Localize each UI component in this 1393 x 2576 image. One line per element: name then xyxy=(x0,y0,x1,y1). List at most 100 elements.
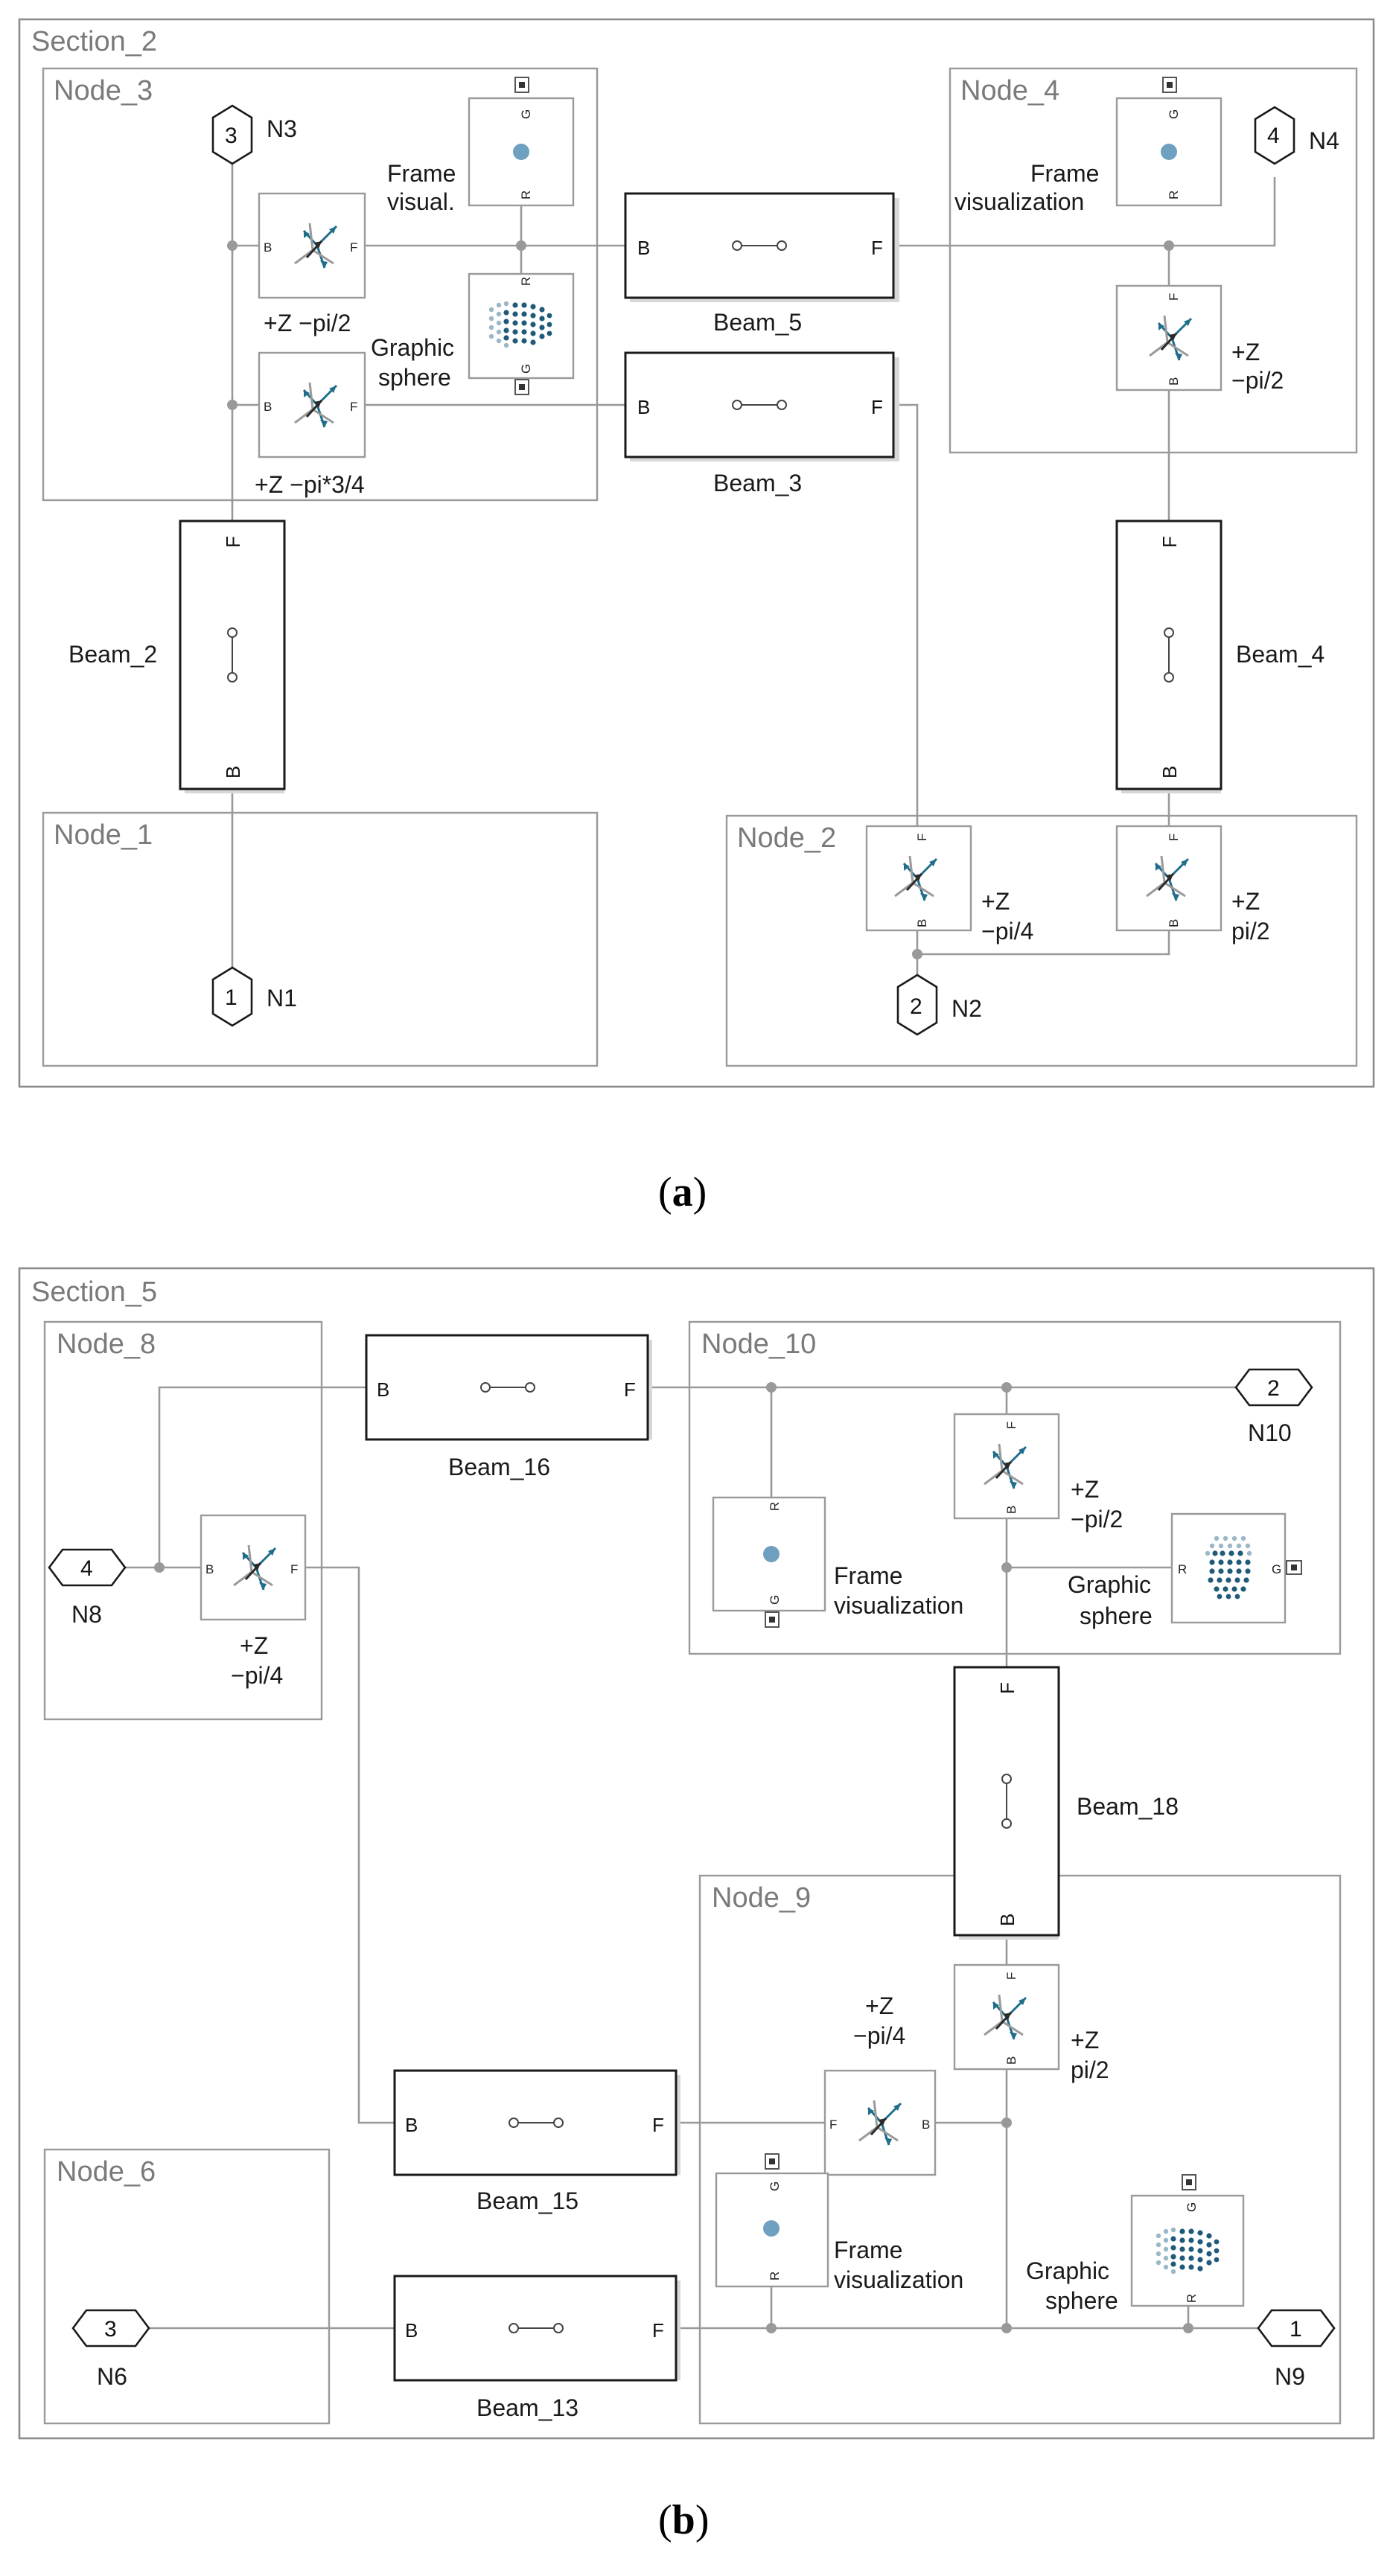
transform-node8-label-2: −pi/4 xyxy=(231,1662,283,1689)
transform-node9-horizontal[interactable]: F B xyxy=(823,2069,937,2176)
transform-z-neg-pi-2[interactable]: B F xyxy=(258,192,366,299)
beam-2-block[interactable]: F B xyxy=(179,520,286,793)
svg-text:F: F xyxy=(624,1378,636,1401)
svg-text:N8: N8 xyxy=(71,1601,102,1628)
svg-text:R: R xyxy=(768,1502,782,1511)
graphic-sphere-block[interactable]: R G xyxy=(468,272,575,395)
caption-b: (b) xyxy=(658,2497,709,2543)
beam-3-block[interactable]: B F xyxy=(624,351,899,461)
svg-text:B: B xyxy=(264,240,272,255)
svg-text:G: G xyxy=(1272,1562,1281,1576)
beam-5-block[interactable]: B F xyxy=(624,192,899,302)
svg-text:F: F xyxy=(222,536,244,548)
svg-text:R: R xyxy=(519,277,533,286)
svg-text:B: B xyxy=(1167,919,1181,927)
wires-b xyxy=(125,1382,1258,2333)
frame-visualization-label-b3: Frame xyxy=(834,2237,902,2263)
frame-visualization-block-a[interactable]: G R xyxy=(1115,77,1223,207)
transform-node9h-label-1: +Z xyxy=(865,1992,893,2019)
transform-node4[interactable]: F B xyxy=(1115,284,1223,391)
section-5-title: Section_5 xyxy=(31,1276,157,1308)
transform-node8-label-1: +Z xyxy=(240,1632,268,1659)
frame-visualization-label-b1: Frame xyxy=(834,1562,902,1589)
connector-n10[interactable]: 2 N10 xyxy=(1234,1368,1313,1446)
node-2-frame xyxy=(725,814,1358,1067)
connector-n8[interactable]: 4 N8 xyxy=(48,1548,127,1628)
svg-text:G: G xyxy=(1185,2202,1199,2212)
transform-label-1: +Z −pi/2 xyxy=(264,310,351,336)
beam-13-block[interactable]: B F xyxy=(393,2275,680,2382)
svg-text:N6: N6 xyxy=(97,2363,127,2390)
frame-visual-label-1: Frame xyxy=(387,160,456,187)
graphic-sphere-label-b4: sphere xyxy=(1045,2287,1118,2314)
wires-a xyxy=(227,164,1276,975)
node-9-title: Node_9 xyxy=(712,1882,811,1914)
connector-n6[interactable]: 3 N6 xyxy=(71,2309,150,2390)
transform-node9-vertical[interactable]: F B xyxy=(953,1963,1060,2071)
beam-4-block[interactable]: F B xyxy=(1115,520,1223,793)
svg-text:F: F xyxy=(1004,1972,1019,1980)
svg-text:N1: N1 xyxy=(267,985,297,1011)
svg-text:B: B xyxy=(222,766,244,779)
svg-text:R: R xyxy=(1167,191,1181,199)
svg-text:G: G xyxy=(768,2182,782,2191)
transform-node2-left-label-1: +Z xyxy=(981,888,1010,915)
transform-node10[interactable]: F B xyxy=(953,1413,1060,1520)
node-4-frame xyxy=(949,67,1358,454)
beam-3-label: Beam_3 xyxy=(713,470,802,496)
connector-n9[interactable]: 1 N9 xyxy=(1257,2309,1336,2390)
beam-18-label: Beam_18 xyxy=(1077,1793,1179,1820)
node-8-frame xyxy=(43,1320,323,1721)
svg-text:4: 4 xyxy=(80,1556,93,1581)
connector-n2[interactable]: 2 N2 xyxy=(896,974,982,1036)
transform-node8[interactable]: B F xyxy=(200,1514,307,1621)
beam-16-block[interactable]: B F xyxy=(365,1334,652,1441)
transform-node2-left-label-2: −pi/4 xyxy=(981,918,1033,945)
transform-node2-right-label-2: pi/2 xyxy=(1231,918,1270,945)
beam-13-label: Beam_13 xyxy=(476,2394,578,2421)
svg-text:B: B xyxy=(996,1914,1019,1926)
frame-visualization-block-b2[interactable]: G R xyxy=(715,2153,829,2288)
section-5-frame xyxy=(18,1267,1375,2440)
beam-18-block[interactable]: F B xyxy=(953,1666,1060,1940)
transform-node2-right[interactable]: F B xyxy=(1115,825,1223,932)
graphic-sphere-block-b2[interactable]: G R xyxy=(1130,2174,1245,2307)
transform-node10-label-2: −pi/2 xyxy=(1071,1506,1123,1533)
svg-text:F: F xyxy=(915,834,929,841)
svg-text:G: G xyxy=(1167,109,1181,119)
connector-n3[interactable]: 3 N3 xyxy=(211,104,297,165)
graphic-sphere-block-b1[interactable]: R G xyxy=(1170,1512,1302,1624)
svg-text:F: F xyxy=(350,400,357,414)
frame-visualization-label-b2: visualization xyxy=(834,1592,963,1619)
svg-text:B: B xyxy=(637,396,650,418)
connector-n4[interactable]: 4 N4 xyxy=(1254,106,1339,165)
svg-text:B: B xyxy=(264,400,272,414)
transform-z-neg-3pi-4[interactable]: B F xyxy=(258,351,366,458)
svg-text:N3: N3 xyxy=(267,115,297,142)
graphic-sphere-label-b2: sphere xyxy=(1080,1602,1153,1629)
frame-visual-block[interactable]: G R xyxy=(468,77,575,207)
transform-node9h-label-2: −pi/4 xyxy=(853,2022,905,2049)
frame-visualization-block-b1[interactable]: R G xyxy=(712,1496,826,1628)
transform-node2-left[interactable]: F B xyxy=(865,825,972,932)
frame-visualization-label-a1: Frame xyxy=(1030,160,1099,187)
svg-text:B: B xyxy=(405,2114,418,2136)
svg-text:F: F xyxy=(1167,293,1181,301)
svg-text:(b): (b) xyxy=(658,2497,709,2543)
svg-text:F: F xyxy=(290,1562,298,1576)
svg-text:F: F xyxy=(1004,1422,1019,1429)
beam-4-label: Beam_4 xyxy=(1236,641,1325,668)
node-2-title: Node_2 xyxy=(737,822,836,854)
beam-16-label: Beam_16 xyxy=(448,1454,550,1480)
svg-text:2: 2 xyxy=(910,994,922,1019)
svg-text:F: F xyxy=(1167,834,1181,841)
node-9-frame xyxy=(698,1874,1342,2425)
node-10-frame xyxy=(688,1320,1342,1655)
beam-5-label: Beam_5 xyxy=(713,309,802,336)
node-8-title: Node_8 xyxy=(57,1329,156,1360)
node-10-title: Node_10 xyxy=(701,1329,816,1360)
connector-n1[interactable]: 1 N1 xyxy=(211,966,297,1027)
beam-15-block[interactable]: B F xyxy=(393,2069,680,2176)
svg-text:1: 1 xyxy=(1290,2317,1302,2342)
svg-text:B: B xyxy=(377,1378,389,1401)
